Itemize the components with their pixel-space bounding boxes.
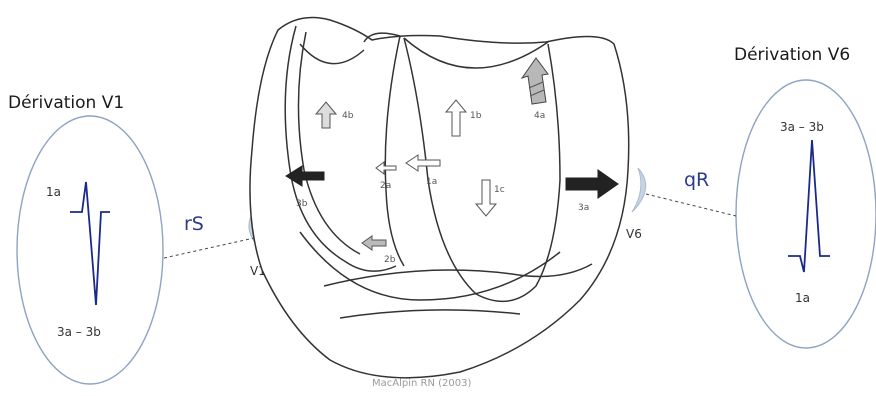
lead-v6-pattern: qR (684, 169, 709, 191)
vector-3a-label: 3a (578, 203, 589, 213)
heart-illustration (250, 18, 629, 378)
vector-4a-label: 4a (534, 111, 545, 121)
vector-2b-label: 2b (384, 255, 396, 265)
electrode-v6-icon (632, 168, 646, 212)
lead-v1-ellipse (17, 116, 163, 384)
lead-v6-dashed-line (646, 194, 736, 216)
image-credit: MacAlpin RN (2003) (372, 378, 471, 389)
lead-v6-title: Dérivation V6 (734, 45, 850, 65)
lead-v1-dashed-line (164, 238, 254, 258)
vector-4b-label: 4b (342, 111, 354, 121)
lead-v6-top-label: 3a – 3b (780, 120, 824, 134)
lead-v6-bottom-label: 1a (795, 291, 810, 305)
vector-1b-label: 1b (470, 111, 482, 121)
vector-1a-label: 1a (426, 177, 437, 187)
vector-2a-label: 2a (380, 181, 391, 191)
lead-v1-pattern: rS (184, 213, 204, 235)
lead-v6-ecg-trace (788, 140, 830, 272)
vector-1c-label: 1c (494, 185, 505, 195)
lead-v1-title: Dérivation V1 (8, 93, 124, 113)
lead-v1-top-label: 1a (46, 185, 61, 199)
lead-v1-ecg-trace (70, 182, 110, 305)
electrode-v6-label: V6 (626, 227, 642, 241)
lead-v1-bottom-label: 3a – 3b (57, 325, 101, 339)
vector-3b-label: 3b (296, 199, 308, 209)
